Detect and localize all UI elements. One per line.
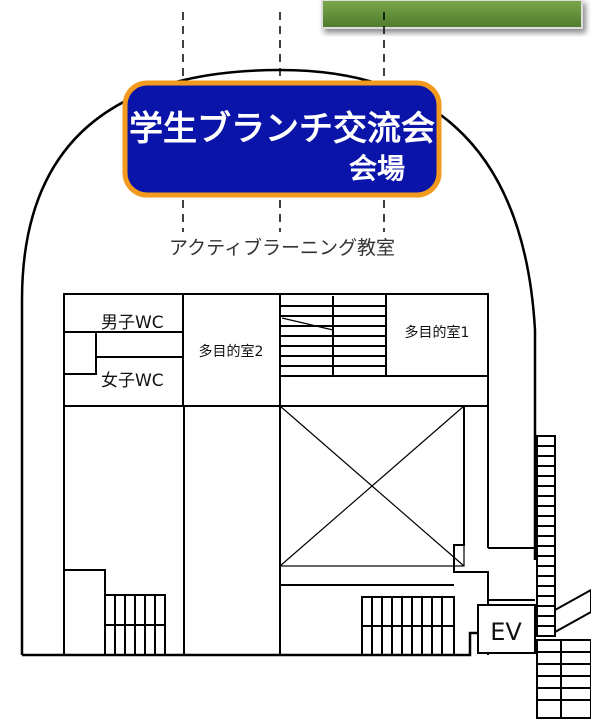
venue-banner	[122, 80, 442, 198]
room-walls	[63, 293, 489, 407]
elevator-shaft	[477, 604, 536, 654]
classroom-dividers	[182, 12, 385, 232]
room-label-mens-wc: 男子WC	[101, 313, 164, 333]
stairs-lower-left	[104, 594, 166, 656]
banner-title-line2: 会場	[349, 152, 405, 185]
room-label-multipurpose-1: 多目的室1	[405, 324, 470, 341]
room-label-multipurpose-2: 多目的室2	[199, 343, 264, 360]
room-label-womens-wc: 女子WC	[101, 371, 164, 391]
classroom-label: アクティブラーニング教室	[169, 236, 395, 259]
room-label-elevator: EV	[490, 618, 522, 646]
atrium-void	[279, 405, 465, 567]
banner-title-line1: 学生ブランチ交流会	[129, 109, 435, 149]
stairs-lower-middle	[361, 596, 455, 656]
central-stairs	[280, 296, 386, 377]
photo-strip	[321, 0, 583, 29]
outside-stairs-right	[536, 435, 591, 719]
building-bottom-wall	[22, 631, 535, 657]
